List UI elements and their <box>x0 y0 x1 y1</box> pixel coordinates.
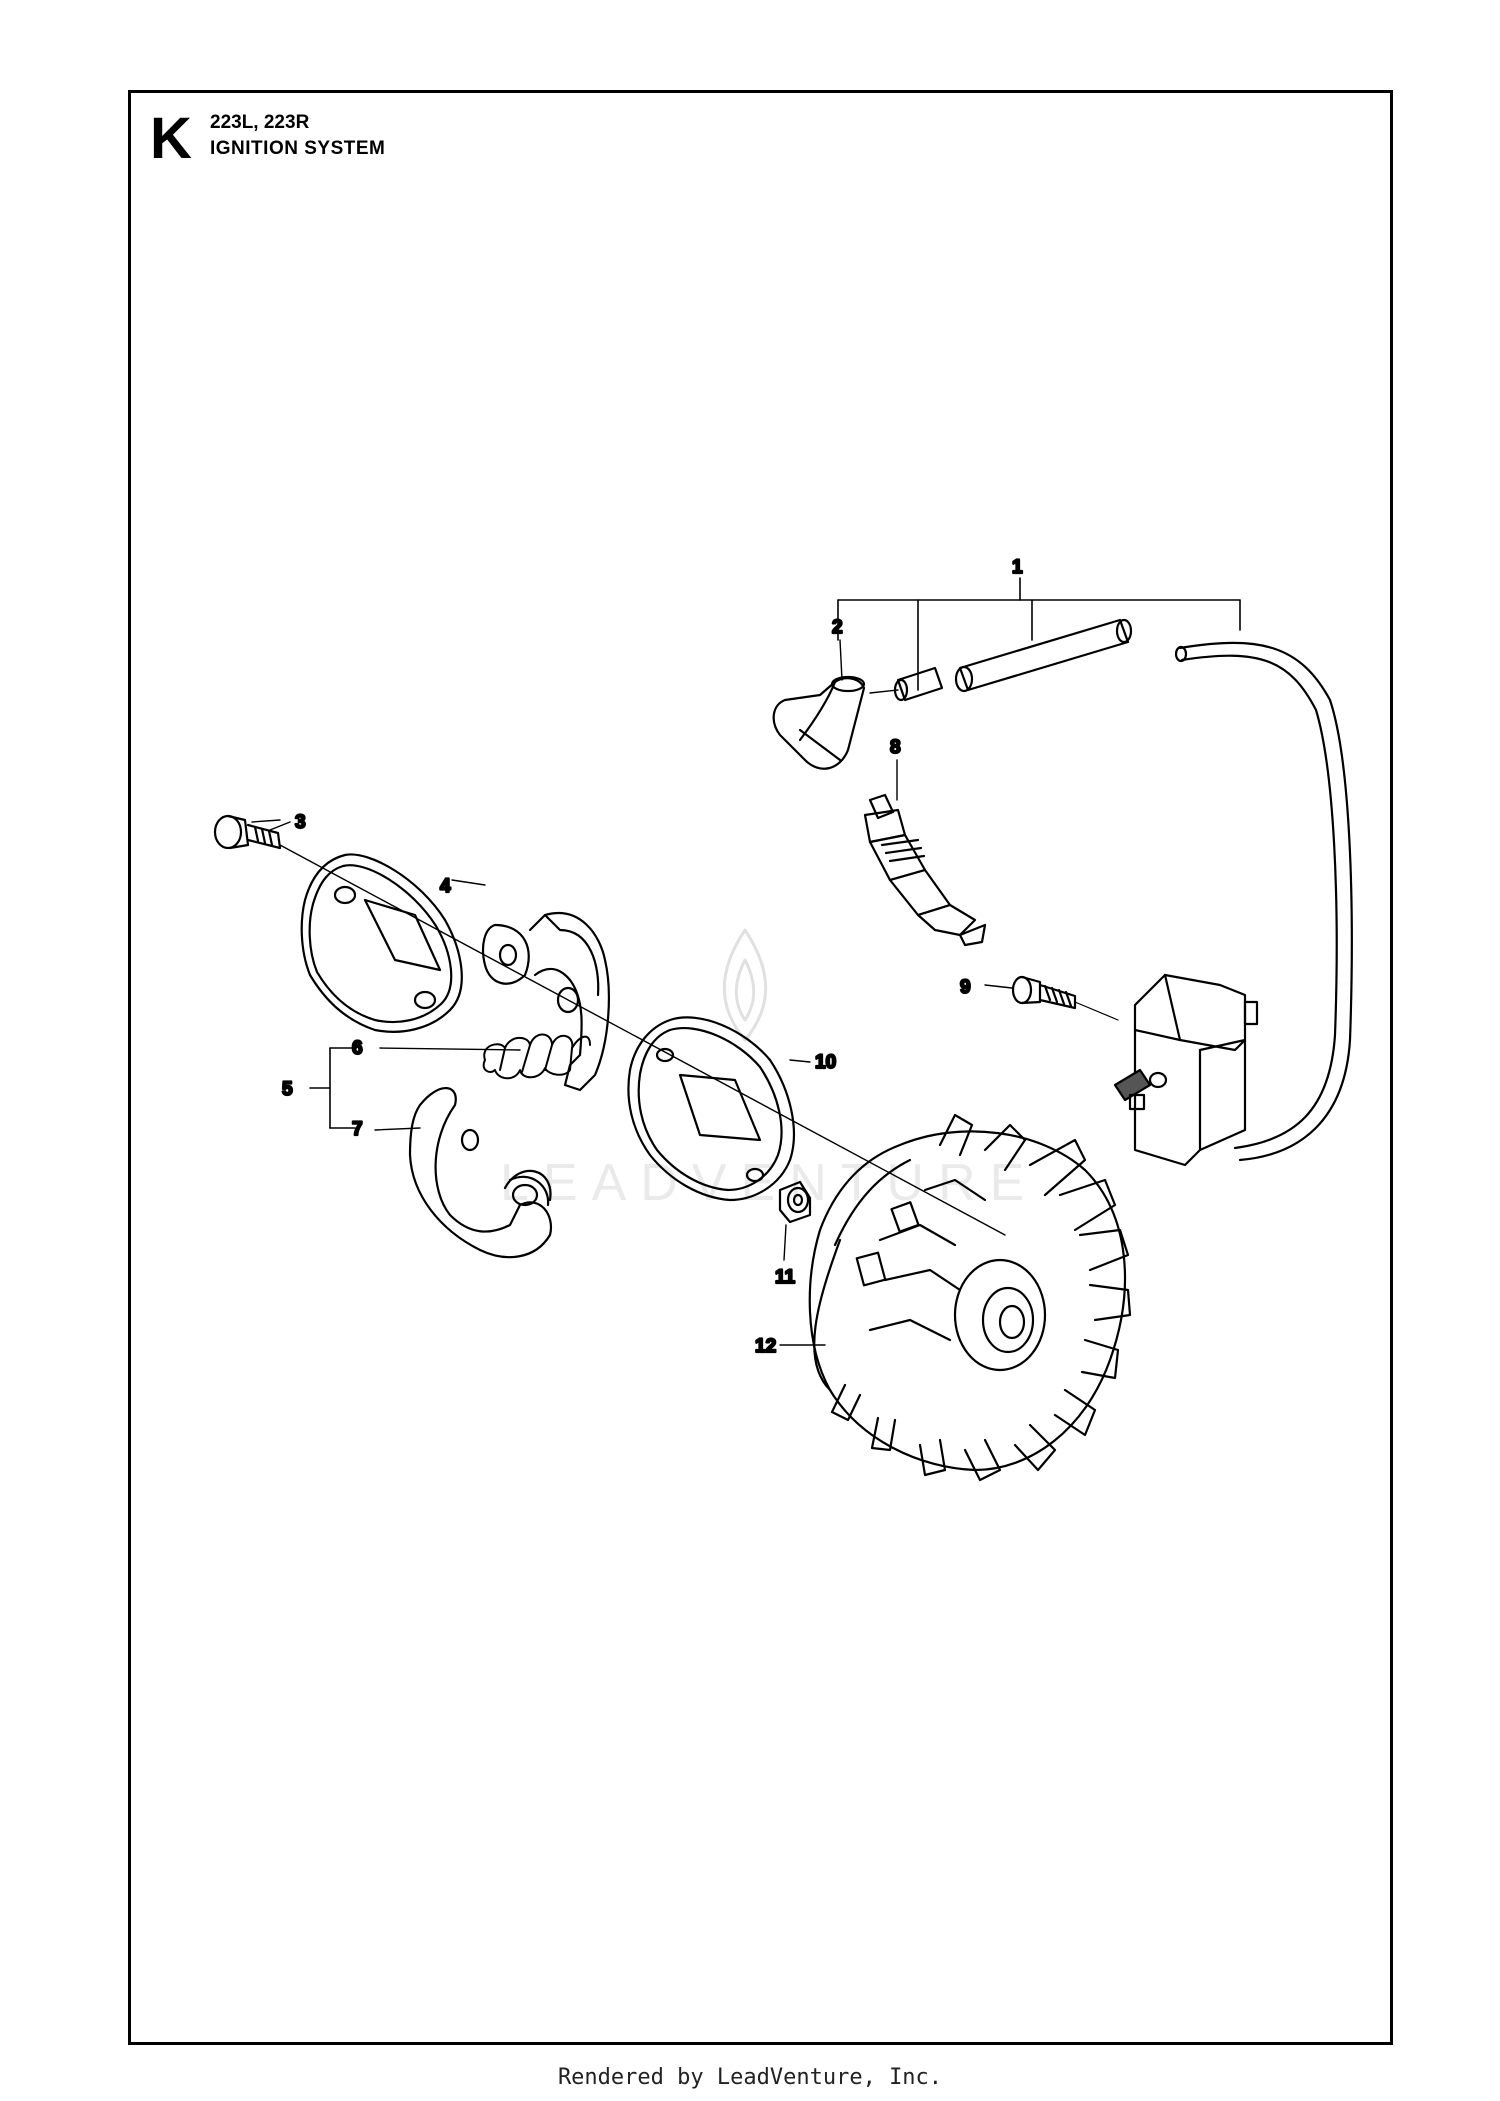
callout-4: 4 <box>440 876 451 897</box>
section-title: IGNITION SYSTEM <box>210 138 386 159</box>
ignition-cable <box>1174 641 1353 1162</box>
clutch-shoe-upper <box>481 912 610 1092</box>
callout-11: 11 <box>775 1267 796 1288</box>
callout-12: 12 <box>755 1336 776 1357</box>
shoulder-screw <box>213 814 282 850</box>
callout-9: 9 <box>960 977 971 998</box>
spark-plug <box>863 759 987 947</box>
callout-8: 8 <box>890 737 901 758</box>
clutch-spring <box>379 1033 591 1080</box>
ignition-lead-tube <box>954 618 1133 693</box>
leader-2 <box>839 639 843 681</box>
callout-10: 10 <box>815 1052 836 1073</box>
callout-7: 7 <box>352 1119 363 1140</box>
watermark-logo: LEADVENTURE <box>500 928 1038 1212</box>
callout-1: 1 <box>1012 557 1023 578</box>
bracket-item-1 <box>837 577 1241 691</box>
leader-lines <box>269 821 291 831</box>
clutch-plate-lower <box>627 1016 811 1202</box>
model-numbers: 223L, 223R <box>210 112 310 133</box>
clutch-shoe-lower <box>374 1087 553 1259</box>
ignition-module <box>1113 973 1259 1167</box>
callout-5: 5 <box>282 1079 293 1100</box>
clutch-plate-upper <box>300 853 486 1033</box>
footer-credit: Rendered by LeadVenture, Inc. <box>557 2065 943 2090</box>
diagram-frame <box>128 90 1393 2045</box>
callout-3: 3 <box>295 812 306 833</box>
callout-6: 6 <box>352 1038 363 1059</box>
callout-2: 2 <box>832 617 843 638</box>
flywheel-nut <box>778 1180 812 1261</box>
sheet-letter: K <box>150 106 192 171</box>
module-screw <box>984 975 1119 1021</box>
bracket-item-5 <box>309 1047 356 1129</box>
connector-sleeve <box>869 666 944 702</box>
callout-labels: 1 2 3 4 5 6 7 8 9 10 11 12 <box>281 556 1024 1358</box>
spark-plug-boot <box>772 675 866 770</box>
flywheel <box>779 1113 1132 1482</box>
svg-text:LEADVENTURE: LEADVENTURE <box>500 1154 1038 1212</box>
